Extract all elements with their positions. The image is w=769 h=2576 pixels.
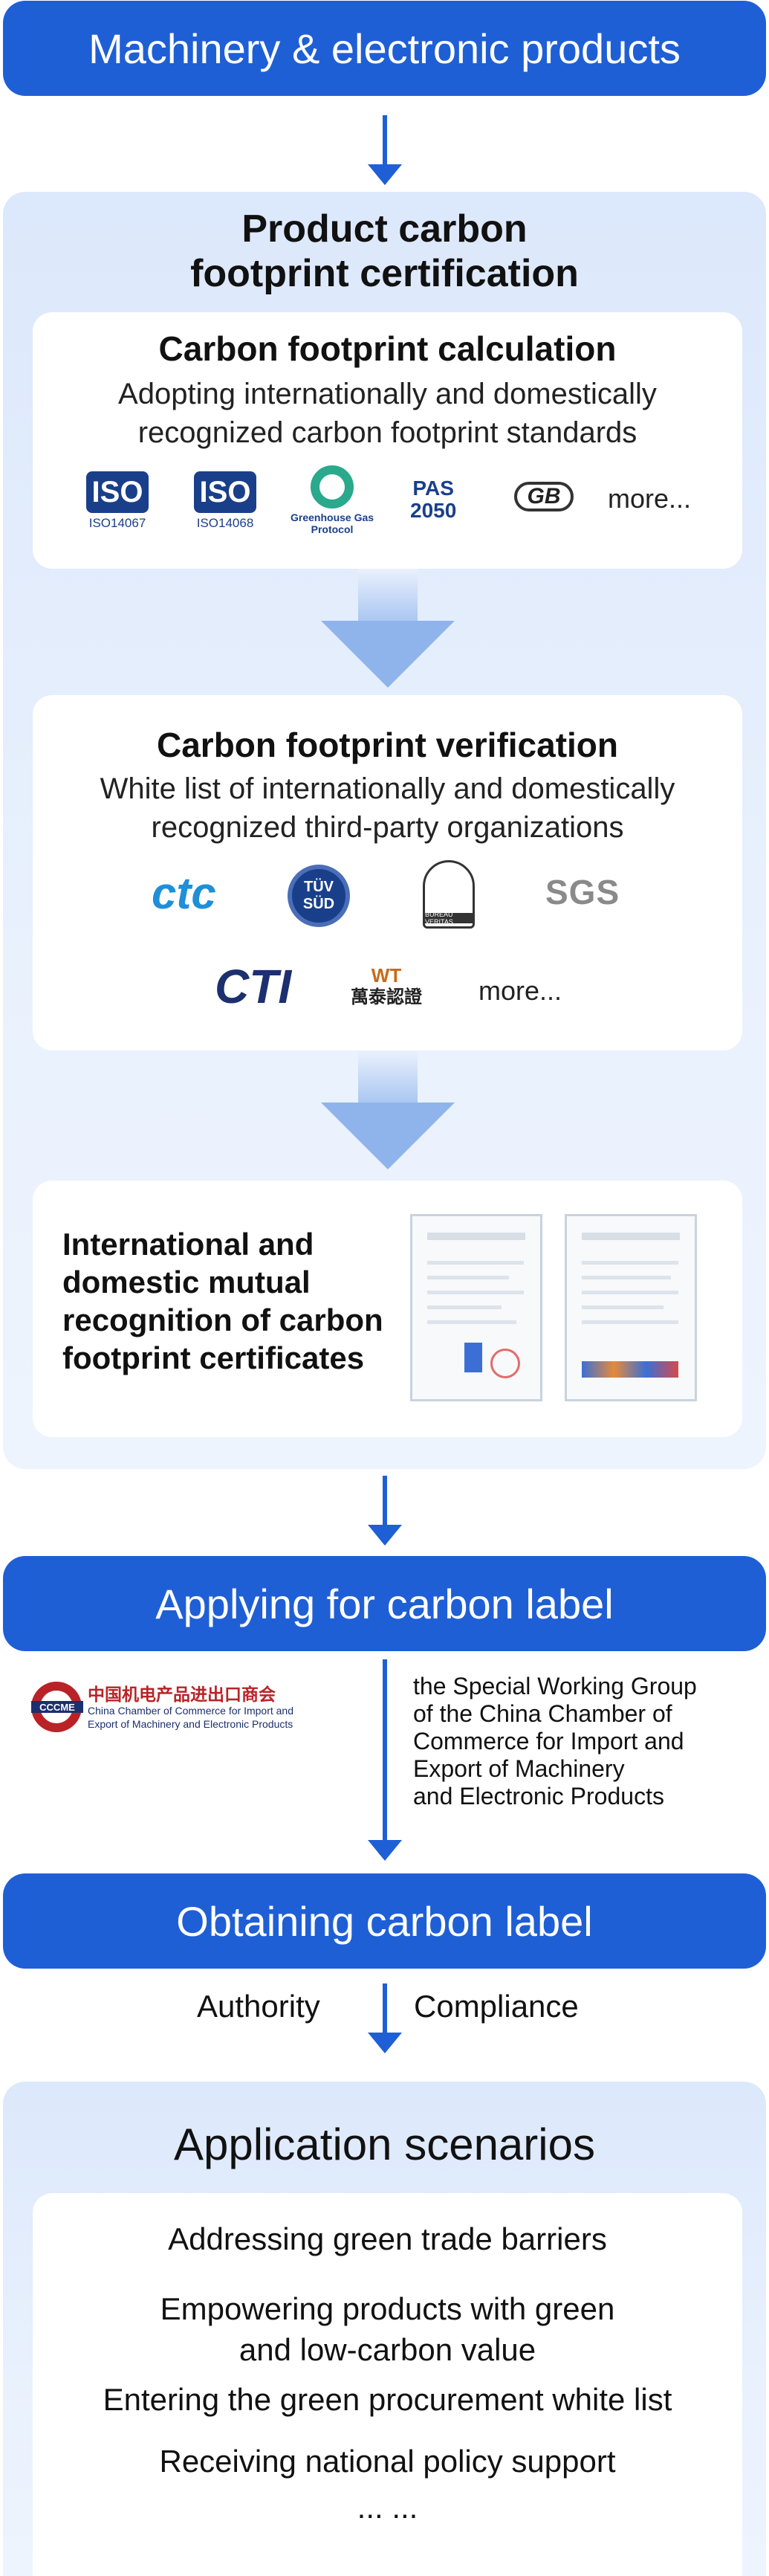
wt-logo: WT 萬泰認證 bbox=[351, 964, 422, 1007]
working-group-text: the Special Working Group of the China C… bbox=[413, 1673, 697, 1810]
compliance-label: Compliance bbox=[414, 1989, 579, 2024]
connector-line bbox=[383, 1983, 387, 2036]
sgs-logo: SGS bbox=[545, 873, 620, 911]
scenarios-title: Application scenarios bbox=[174, 2120, 595, 2169]
down-chevron-icon bbox=[321, 1050, 455, 1169]
ctc-logo: ctc bbox=[152, 868, 216, 918]
verification-title: Carbon footprint verification bbox=[157, 726, 618, 764]
obtaining-text: Obtaining carbon label bbox=[176, 1897, 593, 1945]
scenario-item: Entering the green procurement white lis… bbox=[103, 2382, 672, 2417]
calculation-subtitle-1: Adopting internationally and domesticall… bbox=[118, 378, 657, 410]
applying-banner: Applying for carbon label bbox=[3, 1556, 766, 1651]
cti-logo: CTI bbox=[215, 960, 292, 1013]
top-banner-text: Machinery & electronic products bbox=[88, 25, 681, 72]
scenario-item: Receiving national policy support bbox=[159, 2444, 616, 2479]
authority-label: Authority bbox=[197, 1989, 320, 2024]
certification-panel: Product carbon footprint certification C… bbox=[3, 192, 766, 1469]
cccme-english-name: China Chamber of Commerce for Import and… bbox=[88, 1705, 293, 1730]
applying-text: Applying for carbon label bbox=[155, 1580, 614, 1627]
scenarios-card: Addressing green trade barriers Empoweri… bbox=[33, 2193, 742, 2576]
calculation-more: more... bbox=[608, 483, 692, 514]
verification-subtitle-2: recognized third-party organizations bbox=[151, 811, 624, 844]
verification-subtitle-1: White list of internationally and domest… bbox=[100, 772, 675, 805]
scenario-item: ... ... bbox=[357, 2490, 418, 2525]
certificate-image-1 bbox=[410, 1214, 542, 1401]
cccme-chinese-name: 中国机电产品进出口商会 bbox=[88, 1685, 276, 1704]
iso14068-logo: ISO ISO14068 bbox=[194, 471, 256, 531]
mutual-recognition-card: International and domestic mutual recogn… bbox=[33, 1181, 742, 1437]
iso14067-logo: ISO ISO14067 bbox=[86, 471, 149, 531]
certification-title: Product carbon footprint certification bbox=[190, 207, 579, 295]
verification-more: more... bbox=[478, 975, 562, 1006]
scenario-item: Empowering products with green bbox=[160, 2291, 615, 2326]
svg-text:CCCME: CCCME bbox=[39, 1702, 75, 1713]
pas2050-logo: PAS 2050 bbox=[410, 477, 457, 522]
down-arrow-icon bbox=[368, 1840, 402, 1861]
cccme-logo-icon: CCCME bbox=[31, 1682, 83, 1732]
obtaining-banner: Obtaining carbon label bbox=[3, 1873, 766, 1969]
certificate-image-2 bbox=[565, 1214, 697, 1401]
scenario-item: and low-carbon value bbox=[239, 2332, 536, 2367]
scenario-item: Addressing green trade barriers bbox=[168, 2221, 607, 2256]
calculation-card: Carbon footprint calculation Adopting in… bbox=[33, 312, 742, 569]
down-arrow-icon bbox=[366, 115, 403, 186]
gb-logo: GB bbox=[514, 482, 574, 511]
bureau-veritas-logo: BUREAU VERITAS bbox=[423, 860, 475, 929]
down-arrow-icon bbox=[368, 2033, 402, 2053]
calculation-title: Carbon footprint calculation bbox=[158, 329, 617, 368]
down-arrow-icon bbox=[366, 1476, 403, 1546]
top-banner: Machinery & electronic products bbox=[3, 1, 766, 96]
scenarios-panel: Application scenarios Addressing green t… bbox=[3, 2082, 766, 2576]
down-chevron-icon bbox=[321, 569, 455, 688]
connector-line bbox=[383, 1659, 387, 1841]
verification-card: Carbon footprint verification White list… bbox=[33, 695, 742, 1050]
ghg-protocol-logo: Greenhouse Gas Protocol bbox=[291, 465, 374, 535]
mutual-recognition-text: International and domestic mutual recogn… bbox=[62, 1227, 383, 1375]
calculation-subtitle-2: recognized carbon footprint standards bbox=[137, 416, 637, 449]
